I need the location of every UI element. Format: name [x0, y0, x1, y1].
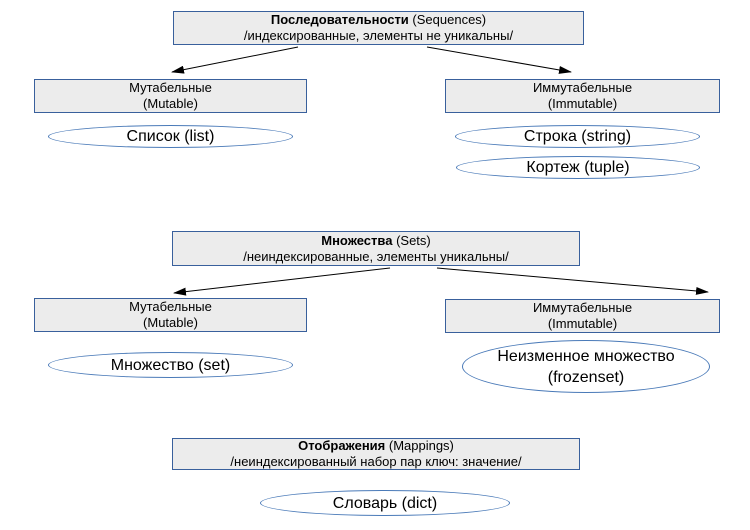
mappings-header-box: Отображения (Mappings) /неиндексированны… — [172, 438, 580, 470]
sequences-mutable-subtitle: (Mutable) — [143, 96, 198, 111]
sequences-mutable-box: Мутабельные (Mutable) — [34, 79, 307, 113]
sequences-immutable-box: Иммутабельные (Immutable) — [445, 79, 720, 113]
arrow-sequences-to-immutable — [426, 46, 572, 74]
mappings-subtitle: /неиндексированный набор пар ключ: значе… — [230, 454, 522, 469]
sequences-title-english: (Sequences) — [408, 12, 487, 27]
sets-mutable-title: Мутабельные — [129, 299, 212, 314]
frozenset-label-line2: (frozenset) — [547, 368, 625, 386]
sets-title-english: (Sets) — [392, 232, 431, 248]
arrow-sequences-to-mutable — [171, 46, 299, 74]
sequences-immutable-subtitle: (Immutable) — [547, 96, 618, 111]
sets-mutable-box: Мутабельные (Mutable) — [34, 298, 307, 332]
set-label: Множество (set) — [110, 356, 231, 374]
list-label: Список (list) — [126, 128, 215, 145]
mappings-title: Отображения (Mappings) — [298, 438, 454, 454]
sequences-title-russian: Последовательности — [270, 12, 409, 27]
sequences-immutable-title: Иммутабельные — [532, 80, 633, 95]
mappings-title-russian: Отображения — [298, 438, 386, 453]
sets-title-russian: Множества — [321, 232, 393, 248]
sets-immutable-box: Иммутабельные (Immutable) — [445, 299, 720, 333]
ellipse-dict: Словарь (dict) — [260, 490, 510, 516]
ellipse-string: Строка (string) — [455, 125, 700, 148]
frozenset-label-line1: Неизменное множество — [497, 347, 675, 365]
arrow-sets-to-mutable — [173, 267, 391, 296]
sequences-title: Последовательности (Sequences) — [271, 12, 486, 28]
sets-immutable-title: Иммутабельные — [532, 300, 633, 315]
ellipse-set: Множество (set) — [48, 352, 293, 378]
sequences-header-box: Последовательности (Sequences) /индексир… — [173, 11, 584, 45]
string-label: Строка (string) — [523, 128, 632, 145]
mappings-title-english: (Mappings) — [385, 438, 454, 453]
ellipse-list: Список (list) — [48, 125, 293, 148]
sets-mutable-subtitle: (Mutable) — [143, 315, 198, 330]
sets-title: Множества (Sets) — [321, 233, 431, 249]
sequences-mutable-title: Мутабельные — [129, 80, 212, 95]
ellipse-frozenset: Неизменное множество (frozenset) — [462, 340, 710, 393]
sets-immutable-subtitle: (Immutable) — [547, 316, 618, 331]
sequences-subtitle: /индексированные, элементы не уникальны/ — [243, 28, 514, 43]
ellipse-tuple: Кортеж (tuple) — [456, 156, 700, 179]
tuple-label: Кортеж (tuple) — [526, 159, 630, 176]
dict-label: Словарь (dict) — [332, 494, 438, 512]
sets-header-box: Множества (Sets) /неиндексированные, эле… — [172, 231, 580, 266]
sets-subtitle: /неиндексированные, элементы уникальны/ — [243, 248, 509, 264]
arrow-sets-to-immutable — [436, 267, 709, 295]
